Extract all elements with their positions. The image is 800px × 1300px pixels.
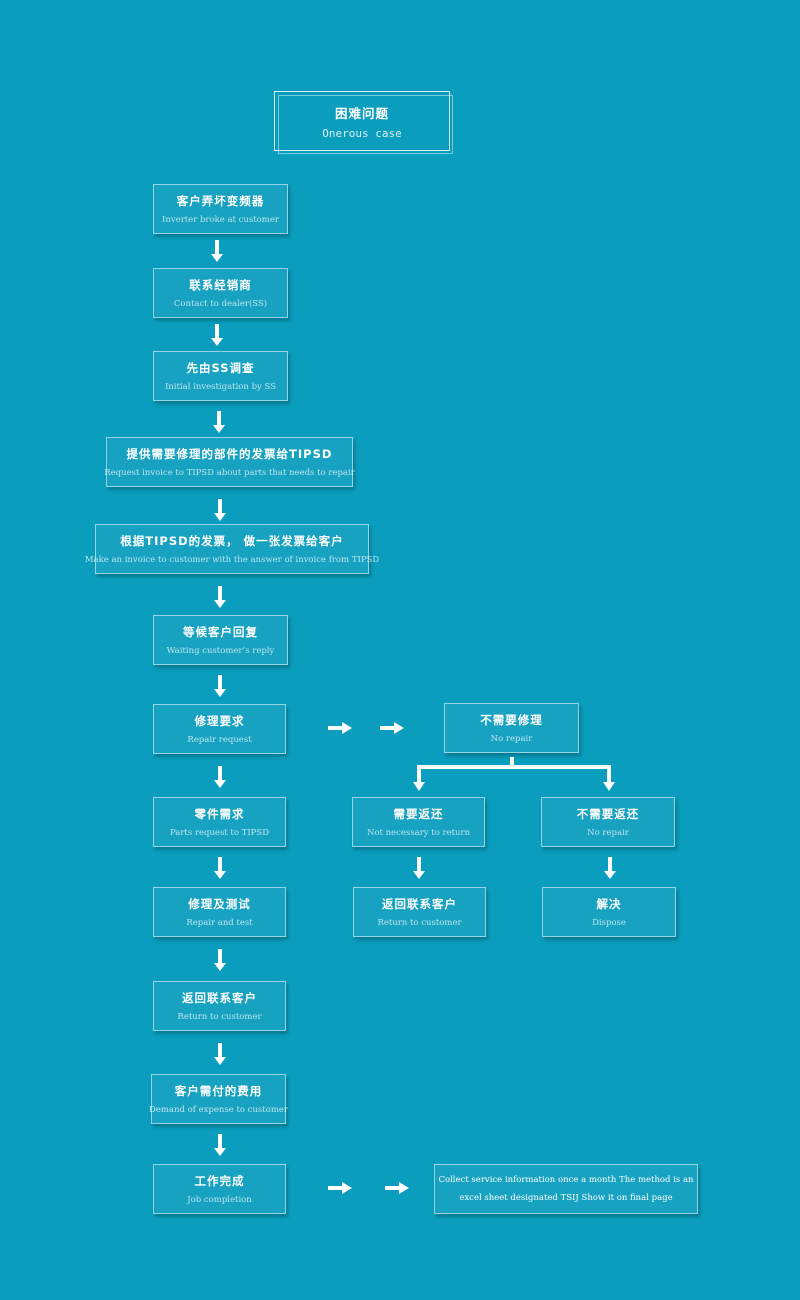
step-label-zh: 联系经销商	[189, 278, 252, 292]
arrow-right-icon	[385, 1182, 409, 1194]
split-connector	[417, 765, 421, 783]
branch-label-en: Return to customer	[377, 918, 462, 928]
arrow-down-icon	[213, 411, 225, 433]
arrow-right-icon	[328, 722, 352, 734]
arrow-down-icon	[214, 766, 226, 788]
arrow-down-icon	[604, 857, 616, 879]
step-label-en: Parts request to TIPSD	[169, 828, 270, 838]
step-label-zh: 等候客户回复	[183, 625, 258, 639]
step-contact-dealer: 联系经销商 Contact to dealer(SS)	[153, 268, 288, 318]
arrow-down-icon	[214, 675, 226, 697]
step-label-zh: 提供需要修理的部件的发票给TIPSD	[126, 447, 333, 461]
arrow-down-icon	[214, 1043, 226, 1065]
step-demand-expense: 客户需付的费用 Demand of expense to customer	[149, 1074, 288, 1124]
step-label-zh: 先由SS调查	[186, 361, 255, 375]
arrow-down-icon	[214, 586, 226, 608]
branch-dispose: 解决 Dispose	[542, 887, 676, 937]
step-label-zh: 返回联系客户	[182, 991, 257, 1005]
note-text: Collect service information once a month…	[438, 1175, 694, 1203]
branch-label-zh: 解决	[596, 897, 622, 911]
step-return-customer: 返回联系客户 Return to customer	[153, 981, 286, 1031]
step-label-en: Demand of expense to customer	[149, 1105, 288, 1115]
step-label-en: Initial investigation by SS	[164, 382, 277, 392]
step-label-en: Repair and test	[186, 918, 253, 928]
step-label-zh: 修理要求	[194, 714, 245, 728]
branch-label-zh: 需要返还	[393, 807, 444, 821]
step-make-invoice: 根据TIPSD的发票， 做一张发票给客户 Make an invoice to …	[85, 524, 379, 574]
step-label-en: Make an invoice to customer with the ans…	[84, 555, 380, 565]
step-job-completion: 工作完成 Job completion	[153, 1164, 286, 1214]
step-label-zh: 零件需求	[194, 807, 245, 821]
step-parts-request: 零件需求 Parts request to TIPSD	[153, 797, 286, 847]
split-connector	[417, 765, 611, 769]
branch-need-return: 需要返还 Not necessary to return	[352, 797, 485, 847]
step-initial-investigation: 先由SS调查 Initial investigation by SS	[153, 351, 288, 401]
arrow-down-icon	[413, 782, 425, 791]
title-box: 困难问题 Onerous case	[274, 91, 453, 154]
arrow-down-icon	[413, 857, 425, 879]
step-repair-request: 修理要求 Repair request	[153, 704, 286, 754]
arrow-down-icon	[214, 949, 226, 971]
arrow-down-icon	[214, 499, 226, 521]
branch-no-return: 不需要返还 No repair	[541, 797, 675, 847]
arrow-down-icon	[603, 782, 615, 791]
branch-label-en: No repair	[587, 828, 629, 838]
arrow-right-icon	[328, 1182, 352, 1194]
arrow-down-icon	[211, 240, 223, 262]
step-label-en: Job completion	[187, 1195, 252, 1205]
step-inverter-broke: 客户弄坏变频器 Inverter broke at customer	[153, 184, 288, 234]
step-label-en: Return to customer	[177, 1012, 262, 1022]
step-label-en: Request invoice to TIPSD about parts tha…	[104, 468, 355, 478]
step-label-zh: 工作完成	[194, 1174, 245, 1188]
step-label-en: Inverter broke at customer	[162, 215, 279, 225]
arrow-right-icon	[380, 722, 404, 734]
branch-return-customer: 返回联系客户 Return to customer	[353, 887, 486, 937]
arrow-down-icon	[214, 1134, 226, 1156]
step-label-zh: 根据TIPSD的发票， 做一张发票给客户	[120, 534, 344, 548]
branch-no-repair: 不需要修理 No repair	[444, 703, 579, 753]
step-label-en: Contact to dealer(SS)	[173, 299, 268, 309]
step-label-zh: 客户弄坏变频器	[176, 194, 265, 208]
note-box: Collect service information once a month…	[434, 1164, 698, 1214]
step-label-en: Waiting customer’s reply	[166, 646, 275, 656]
branch-label-en: No repair	[490, 734, 533, 744]
branch-label-zh: 返回联系客户	[382, 897, 457, 911]
step-label-zh: 修理及测试	[188, 897, 251, 911]
step-request-invoice: 提供需要修理的部件的发票给TIPSD Request invoice to TI…	[104, 437, 355, 487]
step-label-zh: 客户需付的费用	[174, 1084, 263, 1098]
arrow-down-icon	[214, 857, 226, 879]
split-connector	[607, 765, 611, 783]
step-waiting-reply: 等候客户回复 Waiting customer’s reply	[153, 615, 288, 665]
step-label-en: Repair request	[187, 735, 252, 745]
branch-label-zh: 不需要返还	[576, 807, 640, 821]
split-connector	[510, 757, 514, 767]
branch-label-en: Dispose	[592, 918, 626, 928]
branch-label-en: Not necessary to return	[366, 828, 471, 838]
step-repair-test: 修理及测试 Repair and test	[153, 887, 286, 937]
arrow-down-icon	[211, 324, 223, 346]
branch-label-zh: 不需要修理	[480, 713, 543, 727]
